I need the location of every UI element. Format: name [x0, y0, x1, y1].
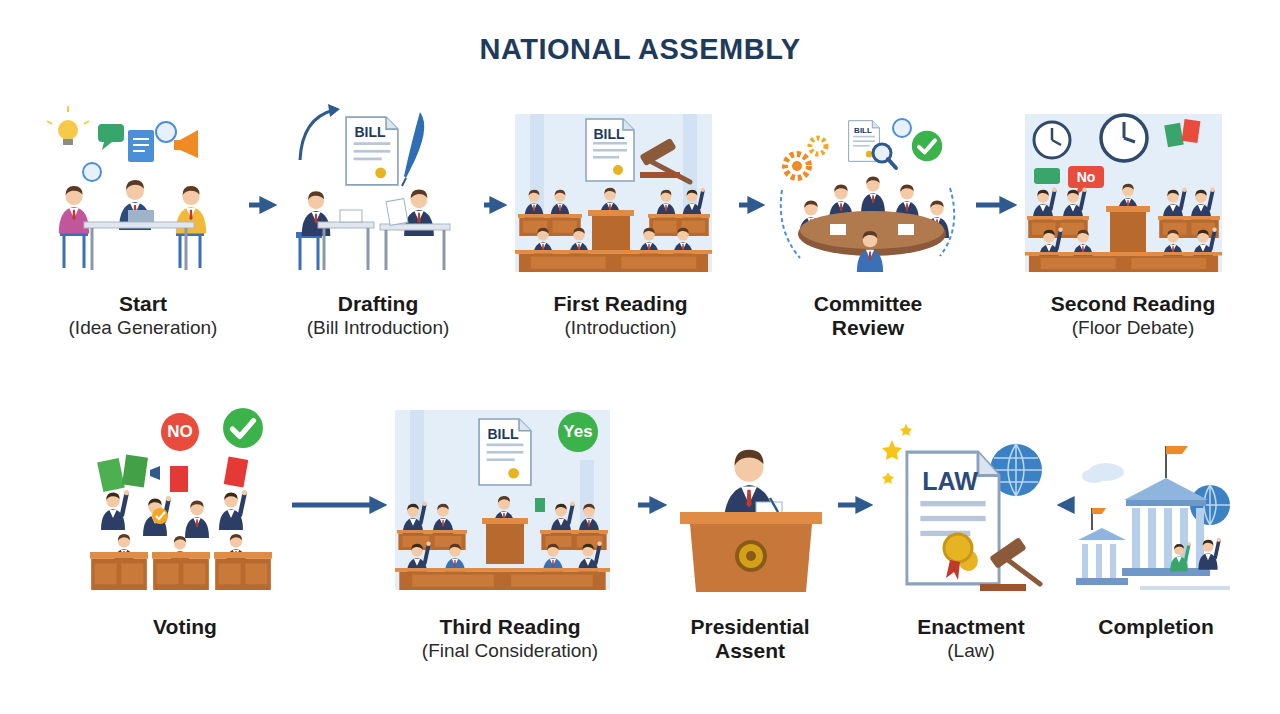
step-subtitle: (Idea Generation) [45, 316, 241, 339]
flow-arrow [976, 203, 1012, 208]
flow-arrow [249, 203, 272, 208]
step-node: Enactment(Law) [876, 405, 1066, 685]
illustration-label: BILL [850, 126, 876, 136]
step-node: First Reading(Introduction) [510, 110, 731, 350]
step-subtitle: (Bill Introduction) [280, 316, 476, 339]
illustration-label: BILL [350, 124, 390, 141]
flow-arrow [838, 503, 868, 508]
step-title: First Reading [510, 292, 731, 316]
step-subtitle: (Final Consideration) [390, 639, 630, 662]
step-title: Voting [86, 615, 284, 639]
step-title: Start [45, 292, 241, 316]
step-title: Presidential Assent [675, 615, 825, 663]
step-node: Start(Idea Generation) [45, 110, 241, 350]
flow-arrow [739, 203, 760, 208]
illustration-label: NO [161, 422, 199, 442]
step-node: Presidential Assent [670, 405, 830, 685]
flow-arrow [292, 503, 382, 508]
illustration-label: LAW [915, 466, 985, 496]
step-subtitle: (Introduction) [510, 316, 731, 339]
step-node: Completion [1070, 405, 1242, 685]
flow-arrow [638, 503, 662, 508]
step-title: Committee Review [798, 292, 938, 340]
step-subtitle: (Floor Debate) [1020, 316, 1246, 339]
flow-arrow [484, 203, 502, 208]
illustration-label: BILL [590, 126, 628, 143]
step-subtitle: (Law) [876, 639, 1066, 662]
flow-arrow [1062, 503, 1074, 508]
step-title: Enactment [876, 615, 1066, 639]
step-title: Drafting [280, 292, 476, 316]
step-node: Third Reading(Final Consideration) [390, 405, 630, 685]
step-title: Completion [1070, 615, 1242, 639]
step-node: Committee Review [768, 110, 968, 350]
step-node: Drafting(Bill Introduction) [280, 110, 476, 350]
illustration-label: Yes [558, 422, 598, 442]
step-node: Voting [86, 405, 284, 685]
diagram-title: NATIONAL ASSEMBLY [0, 33, 1280, 66]
step-title: Third Reading [390, 615, 630, 639]
illustration-label: No [1068, 169, 1104, 186]
step-node: Second Reading(Floor Debate) [1020, 110, 1246, 350]
illustration-label: BILL [483, 426, 523, 443]
step-title: Second Reading [1020, 292, 1246, 316]
